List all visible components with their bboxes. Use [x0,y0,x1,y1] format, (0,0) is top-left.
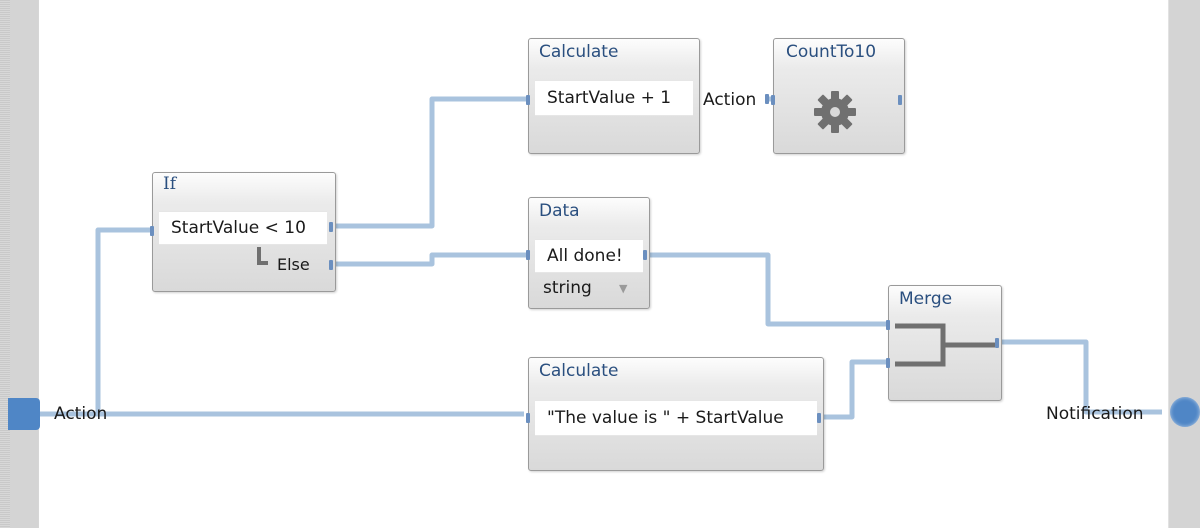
input-action-label: Action [54,404,108,424]
count-to-10-output-pin[interactable] [898,95,902,105]
data-value-text: All done! [547,246,623,266]
merge-output-pin[interactable] [995,338,999,348]
data-input-pin[interactable] [526,250,530,260]
if-node-title: If [163,174,177,194]
data-value-field[interactable]: All done! [535,239,643,273]
calculate-increment-expression: StartValue + 1 [547,88,672,108]
output-notification-label: Notification [1046,404,1144,424]
count-to-10-title: CountTo10 [786,42,877,62]
count-to-10-node[interactable]: CountTo10 [771,38,905,154]
else-branch-icon [257,247,268,265]
wire-merge-to-output [1000,339,1162,415]
calculate-message-node[interactable]: Calculate "The value is " + StartValue [526,357,824,471]
data-node[interactable]: Data All done! string ▼ [526,197,650,309]
calculate-message-output-pin[interactable] [817,413,821,423]
wire-if-to-calculate [334,96,526,229]
calculate-increment-title: Calculate [539,42,619,62]
output-endpoint[interactable] [1170,397,1200,427]
calculate-increment-output-pin[interactable] [765,94,769,104]
data-output-pin[interactable] [643,250,647,260]
data-type-select[interactable]: string [543,278,592,298]
if-condition-text: StartValue < 10 [171,218,306,238]
calculate-message-field[interactable]: "The value is " + StartValue [535,400,817,436]
merge-input-pin-1[interactable] [886,320,890,330]
merge-icon [895,323,995,367]
merge-node-title: Merge [899,289,953,309]
input-endpoint[interactable] [8,398,40,430]
wire-else-to-data [334,252,526,267]
chevron-down-icon[interactable]: ▼ [619,282,628,295]
calculate-increment-input-pin[interactable] [526,95,530,105]
if-node[interactable]: If StartValue < 10 Else [150,172,336,292]
count-to-10-input-pin[interactable] [771,95,775,105]
if-else-label: Else [277,255,310,274]
calculate-message-title: Calculate [539,361,619,381]
wire-data-to-merge [650,252,886,327]
if-input-pin[interactable] [150,226,154,236]
merge-input-pin-2[interactable] [886,358,890,368]
if-condition-field[interactable]: StartValue < 10 [159,211,327,245]
merge-node[interactable]: Merge [886,285,1002,401]
calculate-message-expression: "The value is " + StartValue [547,408,784,428]
right-rail [1168,0,1200,528]
wire-calc-to-merge [820,359,886,420]
if-true-pin[interactable] [329,222,333,232]
calculate-increment-node[interactable]: Calculate StartValue + 1 [526,38,700,154]
data-node-title: Data [539,201,580,221]
calculate-increment-output-label: Action [703,90,757,110]
gear-icon [814,91,856,133]
calculate-increment-field[interactable]: StartValue + 1 [535,80,693,116]
wire-input-to-if [95,227,150,414]
calculate-message-input-pin[interactable] [526,413,530,423]
left-rail [0,0,39,528]
if-else-pin[interactable] [329,260,333,270]
